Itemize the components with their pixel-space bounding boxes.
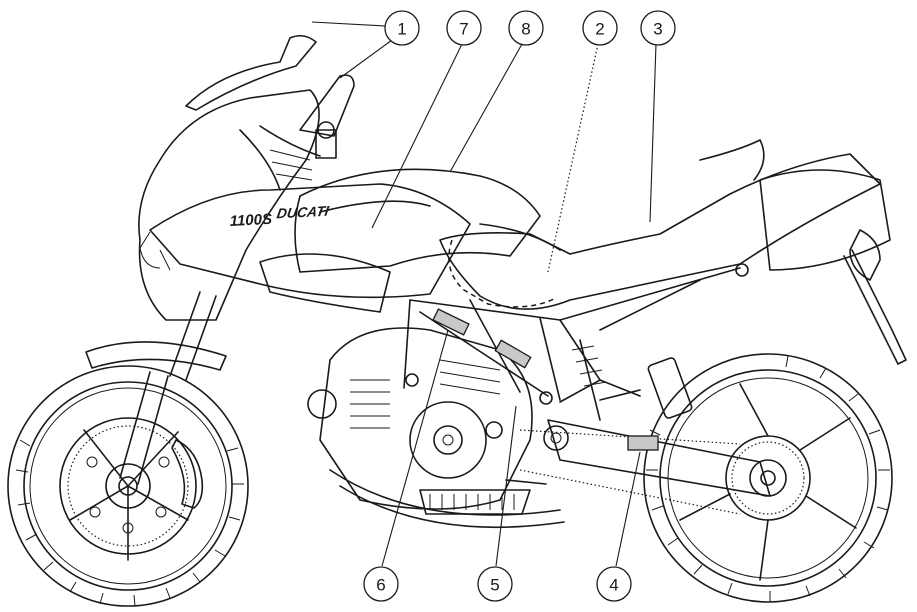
front-fork xyxy=(85,291,227,485)
callout-7-number: 7 xyxy=(459,20,468,39)
callout-3-number: 3 xyxy=(653,20,662,39)
callout-1: 1 xyxy=(384,10,420,46)
front-wheel xyxy=(7,365,249,607)
callout-2: 2 xyxy=(582,10,618,46)
callout-2-number: 2 xyxy=(595,20,604,39)
swingarm-label-plate xyxy=(627,435,659,451)
callout-5-number: 5 xyxy=(490,576,499,595)
callout-5: 5 xyxy=(477,566,513,602)
front-fairing xyxy=(138,34,471,321)
tank-brand-text: DUCATI xyxy=(276,203,331,222)
fuel-tank xyxy=(294,168,541,273)
callout-6-number: 6 xyxy=(376,576,385,595)
frame-number-plate xyxy=(432,308,470,336)
callout-8: 8 xyxy=(508,10,544,46)
leader-lines xyxy=(311,21,657,567)
engine-number-plate xyxy=(494,339,532,369)
callout-6: 6 xyxy=(363,566,399,602)
trellis-frame xyxy=(403,263,749,485)
engine xyxy=(307,327,565,529)
swingarm xyxy=(543,357,771,497)
rear-wheel xyxy=(519,353,893,603)
seat-tail xyxy=(439,139,907,365)
callout-4-number: 4 xyxy=(609,576,618,595)
fairing-model-text: 1100S xyxy=(229,211,272,230)
callout-4: 4 xyxy=(596,566,632,602)
callout-7: 7 xyxy=(446,10,482,46)
callout-8-number: 8 xyxy=(521,20,530,39)
callout-3: 3 xyxy=(640,10,676,46)
callout-1-number: 1 xyxy=(397,20,406,39)
